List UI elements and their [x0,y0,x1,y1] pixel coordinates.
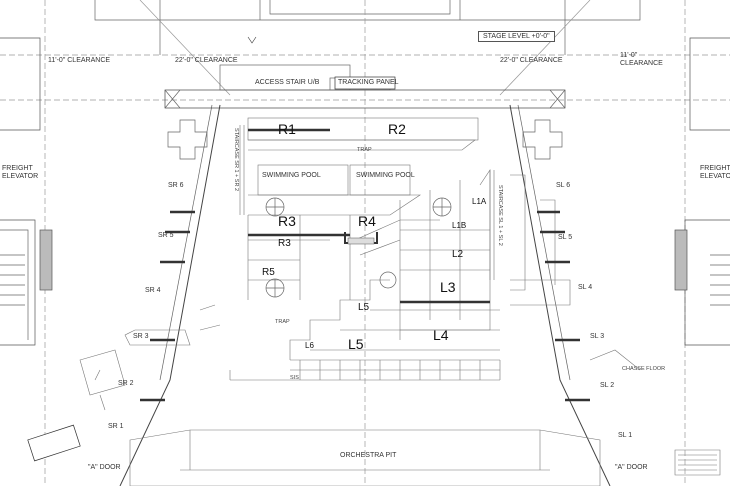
door-right: "A" DOOR [615,464,648,471]
row-l4: L4 [433,327,449,343]
staircase-left: STAIRCASE SR 1 + SR 2 [233,128,239,192]
sis-label: SIS [290,375,299,381]
row-l1a: L1A [472,197,487,206]
stage-level-label: STAGE LEVEL +0'-0" [478,31,555,42]
clearance-left-inner: 22'-0" CLEARANCE [175,57,238,64]
swimming-pool-1: SWIMMING POOL [262,172,321,179]
wing-sl-3: SL 3 [590,333,605,340]
clearance-right-inner: 22'-0" CLEARANCE [500,57,563,64]
clearance-left-outer: 11'-0" CLEARANCE [48,57,111,64]
orchestra-pit-label: ORCHESTRA PIT [340,452,397,459]
row-l6: L6 [305,341,314,350]
chasse-floor: CHASSE FLOOR [622,366,666,372]
freight-elevator-left: FREIGHT ELEVATOR [2,165,39,181]
clearance-right-outer: 11'-0" CLEARANCE [620,52,663,67]
top-wall [94,0,641,21]
wing-sr-4: SR 4 [145,287,161,294]
tracking-panel-label: TRACKING PANEL [338,79,399,86]
row-r1: R1 [278,121,296,137]
row-r2: R2 [388,121,406,137]
wing-sl-6: SL 6 [556,182,571,189]
row-l3: L3 [440,279,456,295]
row-l5-small: L5 [358,302,370,313]
wing-sl-2: SL 2 [600,382,615,389]
freight-elevator-right: FREIGHT ELEVATOR [700,165,730,181]
row-r3-big: R3 [278,213,296,229]
trap-top: TRAP [357,147,372,153]
wing-sl-5: SL 5 [558,234,573,241]
wing-sr-5: SR 5 [158,232,174,239]
stage-outline [119,104,221,486]
wing-sr-2: SR 2 [118,380,134,387]
right-wall [689,37,730,131]
row-r5: R5 [262,267,275,278]
left-wall [0,37,41,131]
row-l1b: L1B [452,221,467,230]
door-left: "A" DOOR [88,464,121,471]
row-l2: L2 [452,249,464,260]
wing-sr-1: SR 1 [108,423,124,430]
trap-bottom: TRAP [275,319,290,325]
row-l5-big: L5 [348,336,364,352]
wing-sr-3: SR 3 [133,333,149,340]
wing-sl-4: SL 4 [578,284,593,291]
swimming-pool-2: SWIMMING POOL [356,172,415,179]
wing-sr-6: SR 6 [168,182,184,189]
row-r4: R4 [358,213,376,229]
staircase-right: STAIRCASE SL 1 + SL 2 [497,185,503,246]
row-r3-small: R3 [278,238,291,249]
access-stair-label: ACCESS STAIR U/B [255,79,320,86]
wing-sl-1: SL 1 [618,432,633,439]
